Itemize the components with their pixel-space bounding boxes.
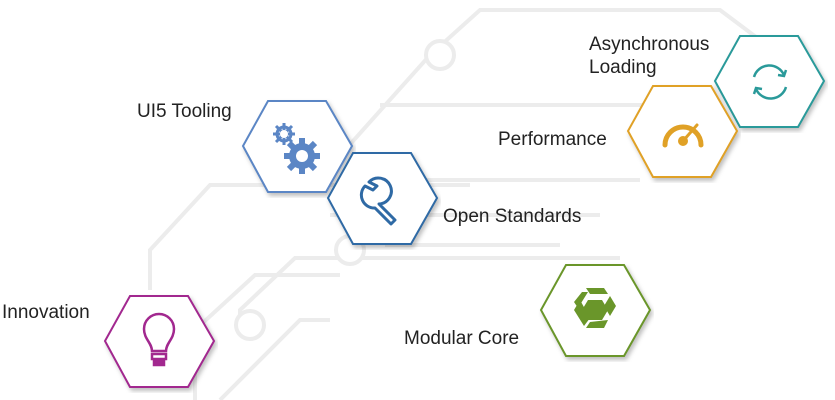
label-modular-core: Modular Core [404,328,520,349]
hex-performance [626,85,739,178]
hex-modular-core [539,264,652,357]
label-async-loading: Asynchronous Loading [589,34,710,78]
label-ui5-tooling: UI5 Tooling [137,101,232,122]
hex-async-loading [713,35,826,128]
hex-open-standards [326,152,439,245]
modules-icon [574,288,616,328]
wrench-icon [359,176,397,226]
label-open-standards: Open Standards [443,206,582,227]
refresh-icon [752,64,788,100]
hex-ui5-tooling [241,100,354,193]
gauge-icon [662,123,704,148]
hex-innovation [103,295,216,388]
label-performance: Performance [498,129,607,150]
lightbulb-icon [142,312,176,367]
label-innovation: Innovation [2,302,90,323]
gears-icon [273,123,320,174]
